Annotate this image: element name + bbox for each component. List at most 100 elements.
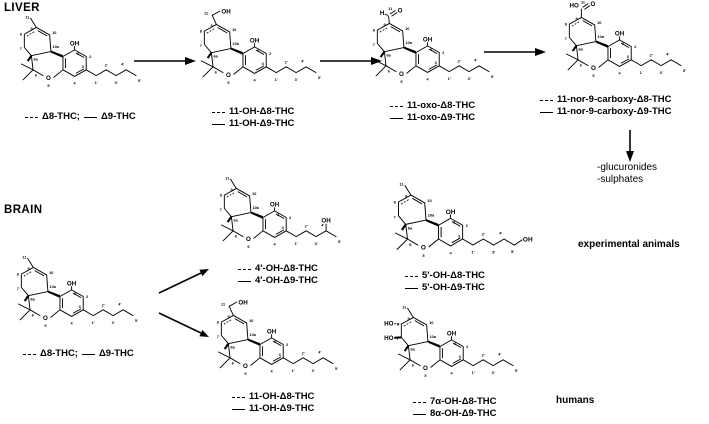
label-s1: 1' [472,371,475,375]
label-s1: 1' [95,81,98,85]
caption-line: 5'-OH-Δ8-THC [405,270,485,282]
dashed-bond-symbol [23,353,36,355]
label-c8: 8 [20,33,22,37]
chain-terminal-c5: 5' [305,66,321,80]
solid-bond-symbol [390,117,403,119]
solid-bond-symbol [405,287,418,289]
aldehyde-c11-group: H O 11 [380,7,403,24]
label-s2: 2' [650,53,653,57]
aromatic-ring [438,217,464,247]
section-brain-heading: BRAIN [4,204,43,216]
phenol-hydroxyl: OH [67,281,77,291]
pentyl-side-chain [82,309,124,317]
carboxyl-c11-group: HO O 11 [570,1,596,18]
aromatic-ring [607,39,632,67]
pyran-oxygen: O [399,71,404,78]
label-c10a: 10a [50,285,57,289]
aromatic-ring [259,337,284,365]
label-c6a: 6a [386,54,391,58]
thc-structure-drawing: OH O 9 8 7 6a 6 [384,305,518,378]
structure-liver-11-oh-thc: OH O 9 8 7 6a 6 [174,7,336,100]
wedge-bond-6a [403,345,410,352]
label-c4: 4 [271,370,274,374]
dihydroxy-7-8-group: HO HO [384,321,402,342]
label-c8: 8 [565,23,567,27]
caption-line: Δ8-THC; Δ9-THC [25,111,136,123]
caption-line: 11-nor-9-carboxy-Δ8-THC [540,94,672,106]
wedge-bond-6a [401,223,407,231]
arrow-carboxy-to-conjugates-icon [626,130,634,162]
caption-text-delta8: 4'-OH-Δ8-THC [255,263,318,274]
arrow-thc-to-11oh-icon [134,57,196,65]
phenol-oh-label: OH [270,202,280,209]
delta9-double-bond [37,30,48,37]
delta9-double-bond [217,27,228,34]
aromatic-ring [59,289,84,317]
pyran-oxygen: O [43,315,48,322]
label-o5: 5 [47,84,50,88]
label-c8: 8 [17,273,19,277]
label-s4: 4' [121,63,124,67]
label-c10a: 10a [53,45,60,49]
label-s3: 3' [492,371,495,375]
label-s4: 4' [666,53,669,57]
label-c9: 9 [228,315,230,319]
label-c11: 11 [402,305,407,309]
label-s2: 2' [482,353,485,357]
label-c9: 9 [28,267,30,271]
label-c11: 11 [388,7,393,11]
label-c2: 2 [466,223,469,228]
delta9-double-bond [34,270,45,277]
label-c4: 4 [274,243,277,247]
label-c3: 3 [82,65,84,69]
label-s5: 5' [335,367,338,371]
wedge-bond-10a [230,47,243,55]
caption-brain-4prime-oh-thc: 4'-OH-Δ8-THC 4'-OH-Δ9-THC [238,263,318,287]
wedge-bond-10a [50,50,63,58]
chain-terminal-c5: 5' [478,65,494,79]
wedge-bond-6a [206,52,213,59]
delta8-double-bond [223,318,233,325]
caption-liver-11-oxo-thc: 11-oxo-Δ8-THC 11-oxo-Δ9-THC [390,100,475,124]
caption-text-delta9: 8α-OH-Δ9-THC [430,408,497,419]
phenol-oh-label: OH [615,31,625,38]
delta9-double-bond [390,26,401,33]
label-c10a: 10a [233,42,240,46]
label-c10a: 10a [598,35,605,39]
structure-liver-11-oxo-thc: OH O 9 8 7 6a 6 [347,6,509,99]
wedge-bond-10a [595,40,608,48]
chain-terminal-c5: 5' [125,69,141,83]
label-s3: 3' [115,81,118,85]
solid-bond-symbol [83,116,97,118]
caption-text-delta9: 11-nor-9-carboxy-Δ9-THC [557,106,672,117]
structure-brain-5prime-oh-thc: OH O 9 8 7 6a 6 [367,177,535,273]
label-c11: 11 [225,176,230,180]
label-c6: 6 [232,361,234,365]
label-c7: 7 [394,214,397,219]
label-c10: 10 [249,319,253,323]
label-c8: 8 [394,200,397,205]
pentyl-side-chain [285,230,327,238]
atom-position-labels: 9 8 7 6a 6 5 10 10a 1 2 3 4 1' 2' 3' 4' [373,23,478,84]
label-s1: 1' [275,78,278,82]
structure-liver-thc: OH O 9 8 7 6a 6 [0,10,156,103]
label-c6a: 6a [408,226,413,231]
label-c10a: 10a [428,213,435,218]
label-c2: 2 [289,216,291,220]
label-c1: 1 [257,49,260,53]
methyl-c11-group: 11 [225,176,237,189]
label-c6: 6 [580,63,582,67]
label-c2: 2 [269,52,271,56]
thc-structure-drawing: OH O 9 8 7 6a 6 [200,9,321,86]
aromatic-ring [439,339,464,367]
pyran-oxygen: O [46,75,51,82]
label-c11: 11 [581,1,586,5]
label-c4: 4 [451,372,454,376]
label-s3: 3' [492,250,495,255]
label-c6a: 6a [33,58,38,62]
caption-brain-5prime-oh-thc: 5'-OH-Δ8-THC 5'-OH-Δ9-THC [405,270,485,294]
cyclohexene-ring [203,23,232,54]
aromatic-ring [62,49,87,77]
phenol-hydroxyl: OH [446,209,456,219]
